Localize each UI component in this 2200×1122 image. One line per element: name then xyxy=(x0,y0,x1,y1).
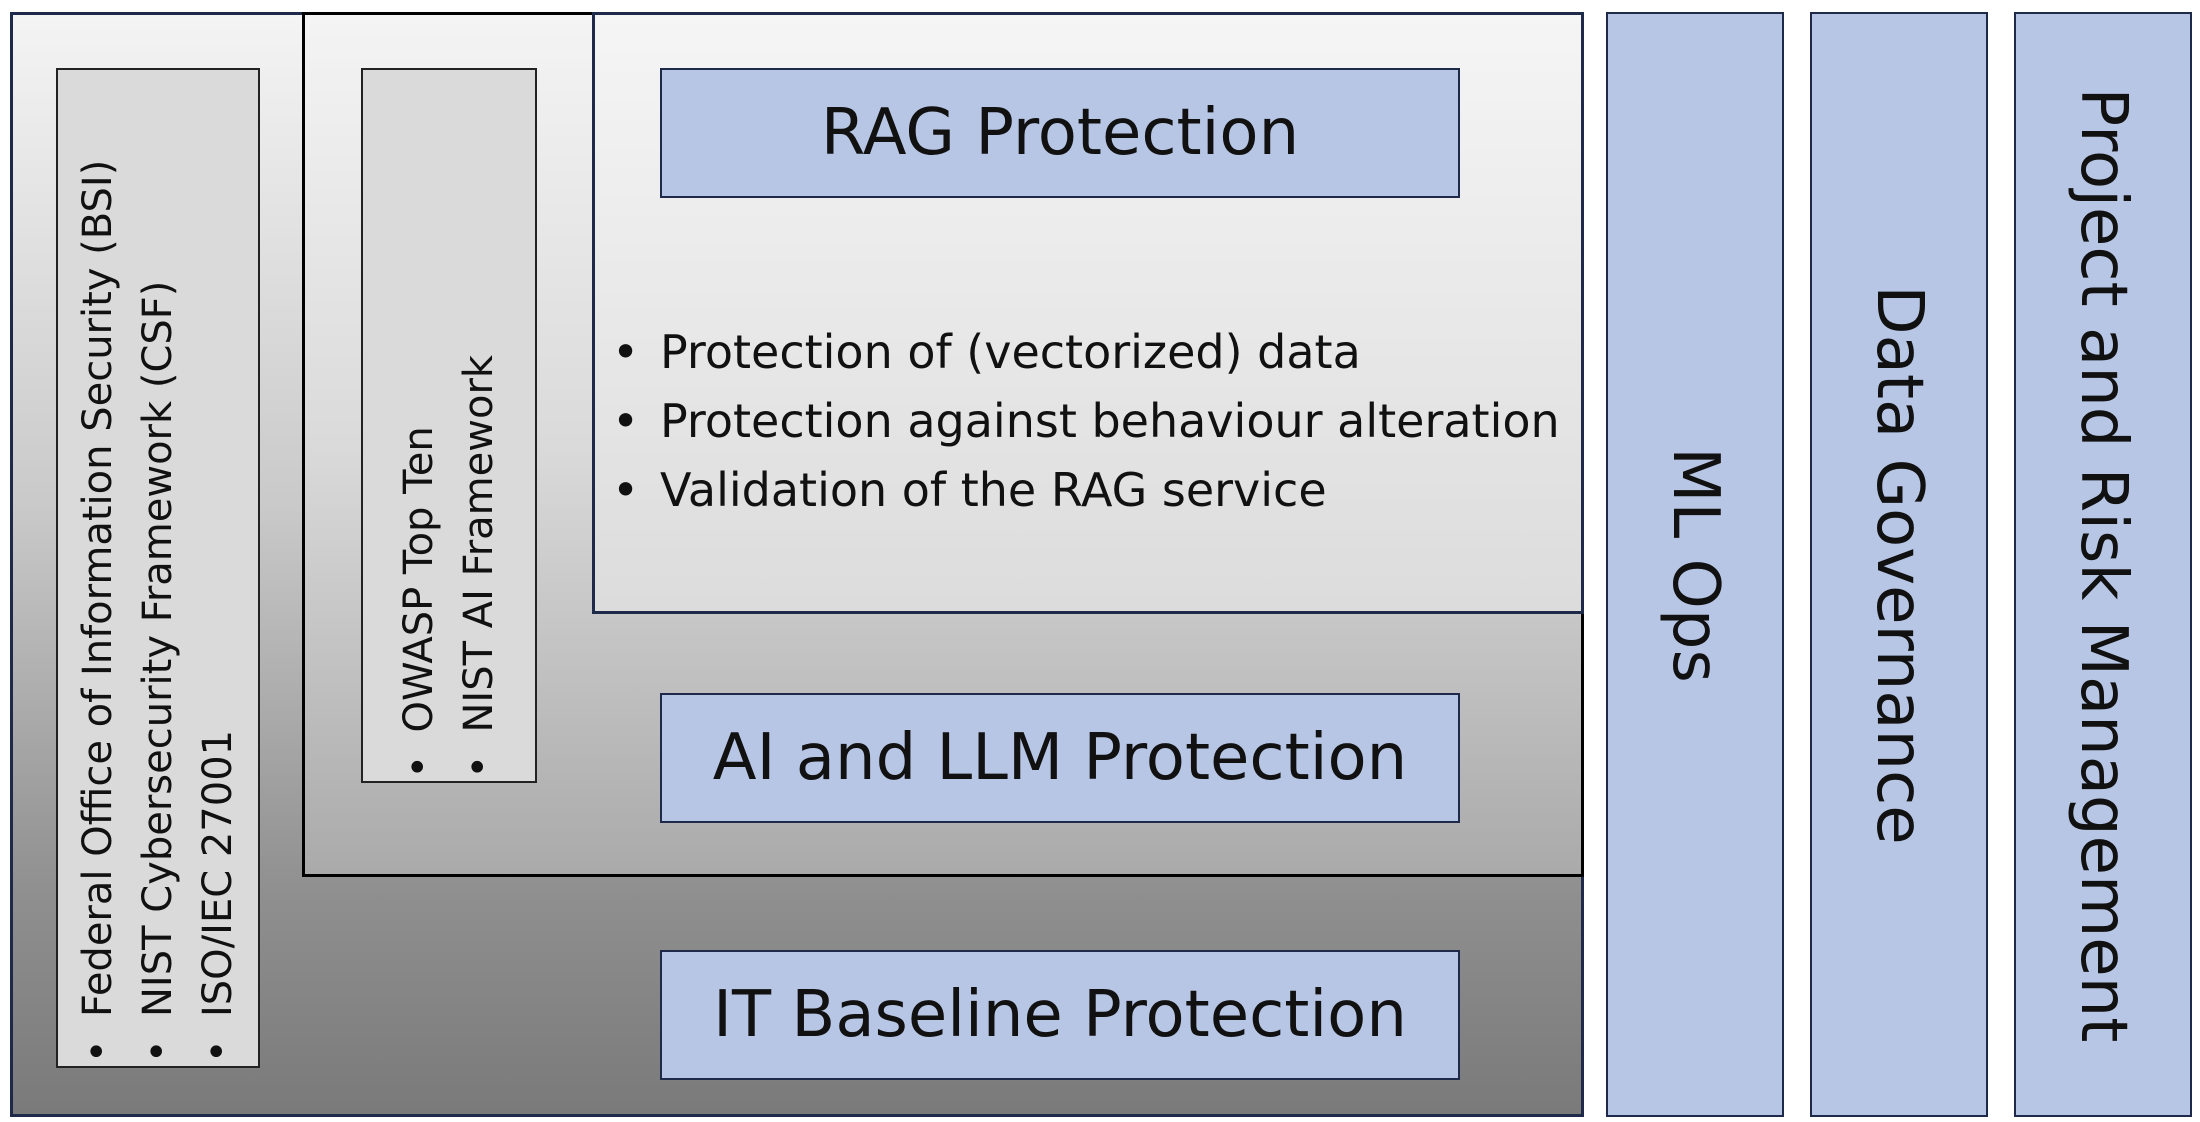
it-standard-item: NIST Cybersecurity Framework (CSF) xyxy=(128,73,188,1063)
it-standard-item: Federal Office of Information Security (… xyxy=(68,73,128,1063)
rag-bullet-item: Validation of the RAG service xyxy=(612,456,1560,525)
ai-standards-panel: OWASP Top Ten NIST AI Framework xyxy=(361,68,537,783)
ai-llm-protection-title: AI and LLM Protection xyxy=(660,693,1460,823)
ai-standard-item: OWASP Top Ten xyxy=(389,73,449,778)
ai-standards-list: OWASP Top Ten NIST AI Framework xyxy=(389,73,509,778)
pillar-project-risk-management: Project and Risk Management xyxy=(2014,12,2192,1117)
it-standards-panel: Federal Office of Information Security (… xyxy=(56,68,260,1068)
pillar-data-governance: Data Governance xyxy=(1810,12,1988,1117)
rag-protection-title: RAG Protection xyxy=(660,68,1460,198)
it-standards-list: Federal Office of Information Security (… xyxy=(68,73,248,1063)
rag-bullet-item: Protection against behaviour alteration xyxy=(612,387,1560,456)
pillar-ml-ops: ML Ops xyxy=(1606,12,1784,1117)
pillar-label: ML Ops xyxy=(1658,446,1732,683)
it-baseline-protection-title: IT Baseline Protection xyxy=(660,950,1460,1080)
rag-bullet-item: Protection of (vectorized) data xyxy=(612,318,1560,387)
pillar-label: Data Governance xyxy=(1862,284,1936,845)
pillar-label: Project and Risk Management xyxy=(2066,87,2140,1042)
rag-bullet-list: Protection of (vectorized) data Protecti… xyxy=(612,318,1560,525)
it-standard-item: ISO/IEC 27001 xyxy=(188,73,248,1063)
ai-standard-item: NIST AI Framework xyxy=(449,73,509,778)
